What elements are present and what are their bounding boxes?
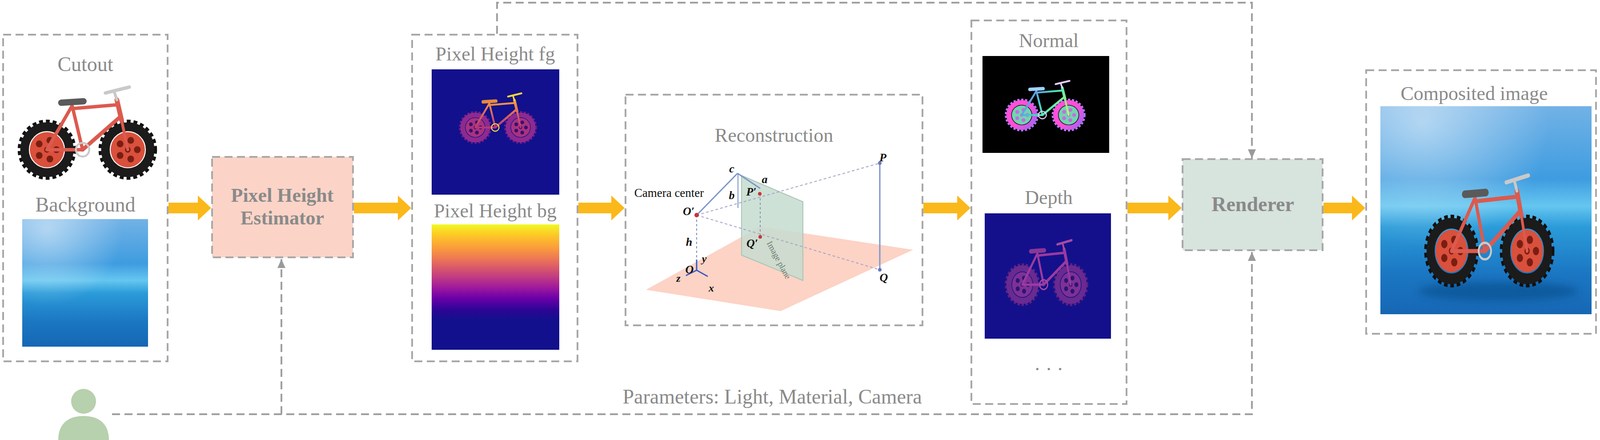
figure-label: c: [729, 163, 735, 175]
user-icon: [58, 388, 109, 440]
reconstruction-figure: [757, 192, 762, 196]
node-text: Background: [35, 193, 136, 217]
figure-label: P′: [745, 186, 757, 198]
node-text: Reconstruction: [714, 124, 834, 148]
box-border: [212, 156, 353, 258]
box-outline: [1365, 69, 1597, 335]
reconstruction-figure: [741, 175, 803, 281]
node-text: Renderer: [1211, 192, 1295, 217]
composited-image: [1418, 281, 1579, 301]
figure-label: Q: [879, 272, 889, 284]
normal-map: [982, 56, 1110, 153]
reconstruction-figure: [694, 212, 699, 218]
background-image: [22, 219, 149, 347]
pixel-height-panel: Pixel Height fg Pixel Height bg: [411, 33, 579, 363]
figure-label: Q′: [746, 237, 758, 250]
flow-arrow: [1127, 202, 1169, 214]
feedback-connector: [497, 2, 1252, 159]
parameter-wire: [280, 259, 283, 415]
pixel-height-fg-map: [431, 69, 560, 195]
reconstruction-figure: [645, 161, 914, 312]
reconstruction-figure: [879, 163, 881, 270]
pixel-height-fg-map: [460, 93, 536, 143]
normal-map: [1006, 80, 1085, 131]
box-border: [412, 34, 578, 362]
box-border: [1182, 159, 1323, 251]
flow-arrow: [578, 202, 612, 214]
figure-label: y: [701, 253, 707, 265]
pixel-height-bg-map: [431, 224, 560, 350]
pixel-height-fg-map: [431, 69, 560, 195]
figure-label: O: [685, 264, 694, 276]
parameter-wire: [112, 252, 1252, 415]
node-text: Depth: [1024, 186, 1073, 210]
node-text: Composited image: [1400, 82, 1548, 106]
figure-label: Camera center: [634, 187, 705, 200]
normal-map: [982, 56, 1110, 153]
reconstruction-figure: [759, 193, 761, 237]
output-panel: Composited image: [1365, 69, 1597, 335]
pixel-height-bg-map: [431, 224, 560, 350]
node-text: Pixel Height bg: [433, 200, 557, 223]
renderer-box: Renderer: [1181, 158, 1324, 252]
depth-map: [984, 213, 1111, 339]
estimator-box: Pixel Height Estimator: [211, 156, 354, 259]
reconstruction-figure: [696, 215, 880, 270]
reconstruction-figure: [696, 163, 880, 216]
depth-map: [1006, 240, 1087, 305]
box-border: [3, 34, 168, 362]
box-border: [1366, 70, 1596, 334]
flow-arrow: [168, 202, 198, 214]
input-panel: CutoutBackground: [2, 33, 169, 363]
flow-arrow: [1323, 202, 1352, 214]
figure-label: h: [685, 236, 693, 249]
composited-image: [1426, 175, 1553, 285]
user-icon: [58, 416, 109, 440]
reconstruction-figure: [696, 259, 698, 271]
figure-label: x: [708, 282, 714, 294]
figure-label: a: [761, 173, 768, 186]
reconstruction-figure: [696, 270, 708, 277]
box-border: [625, 94, 923, 326]
user-icon: [71, 388, 97, 414]
node-text: · · ·: [1034, 358, 1064, 381]
reconstruction-figure: [737, 173, 739, 209]
reconstruction-figure: [878, 268, 882, 272]
reconstruction-figure: [696, 215, 698, 271]
reconstruction-figure: [758, 235, 762, 239]
flow-arrow: [923, 202, 958, 214]
box-outline: [970, 19, 1128, 406]
flow-arrow: [353, 202, 398, 214]
figure-label: z: [676, 272, 681, 284]
background-image: [22, 219, 149, 347]
figure-label: P: [879, 152, 887, 164]
buffer-panel: NormalDepth · · ·: [970, 19, 1128, 406]
background-image: [22, 219, 149, 347]
node-text: Cutout: [57, 52, 113, 77]
figure-label: b: [729, 189, 735, 202]
cutout-bicycle: [20, 87, 156, 178]
node-text: Pixel Height Estimator: [222, 184, 343, 230]
composited-image: [1380, 106, 1592, 315]
node-text: Pixel Height fg: [435, 43, 556, 66]
depth-map: [984, 213, 1111, 339]
composited-image: [1380, 106, 1592, 315]
box-border: [971, 20, 1127, 405]
parameter-note: Parameters: Light, Material, Camera: [622, 386, 922, 408]
box-outline: [411, 33, 579, 363]
reconstruction-panel: Reconstruction: [624, 93, 924, 327]
composited-image: [1380, 106, 1592, 315]
figure-label: O′: [682, 205, 695, 218]
node-text: Normal: [1018, 29, 1079, 53]
